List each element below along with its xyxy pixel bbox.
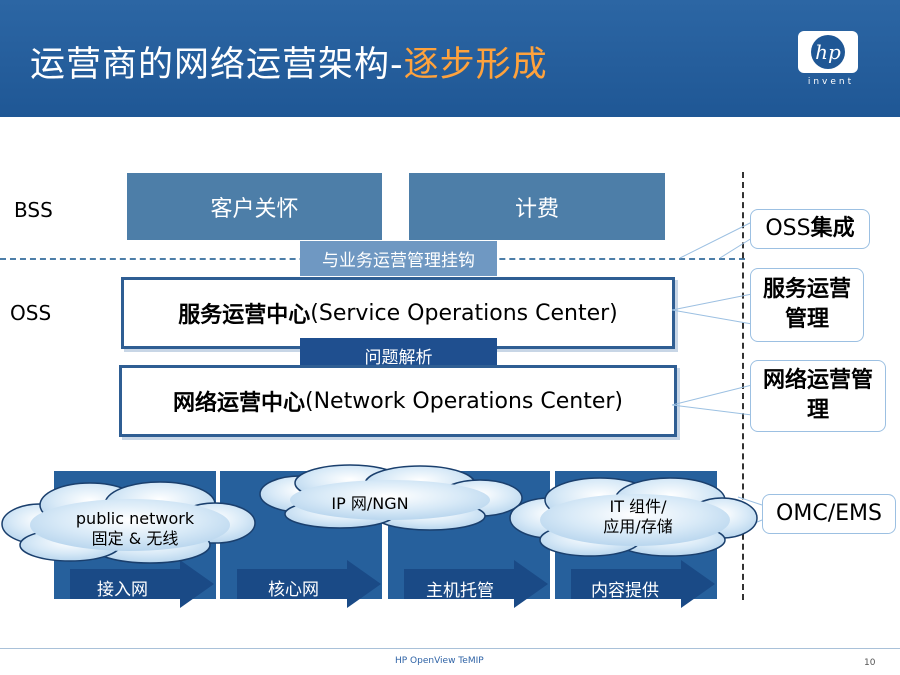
cloud-ip-ngn: IP 网/NGN: [320, 494, 420, 514]
arrow-icon: [237, 560, 381, 608]
network-mgmt-callout: 网络运营管理: [750, 360, 886, 432]
noc-cn-label: 网络运营中心: [172, 391, 305, 416]
header-banner: [0, 0, 900, 117]
network-operations-center-box: 网络运营中心(Network Operations Center): [119, 365, 677, 437]
noc-en-label: (Network Operations Center): [305, 388, 624, 414]
hp-logo-icon: hp: [798, 31, 858, 73]
logo-letters: hp: [815, 40, 841, 64]
omc-ems-label: OMC/EMS: [776, 501, 882, 526]
page-number: 10: [864, 658, 876, 668]
oss-integration-bold: 集成: [810, 216, 855, 241]
cloud-public-network: public network 固定 & 无线: [75, 509, 195, 549]
cloud-icon: [509, 477, 758, 557]
soc-cn-label: 服务运营中心: [178, 303, 311, 328]
footer-text: HP OpenView TeMIP: [395, 656, 484, 666]
cloud-icon: [259, 464, 523, 531]
title-main: 运营商的网络运营架构-: [30, 45, 404, 85]
arrow-icon: [571, 560, 715, 608]
omc-ems-callout: OMC/EMS: [762, 494, 896, 534]
column-label-hosting: 主机托管: [426, 581, 494, 601]
cloud-icon: [1, 481, 256, 564]
cloud-it-line2: 应用/存储: [603, 517, 673, 536]
problem-resolution-label: 问题解析: [364, 348, 433, 368]
column-label-core: 核心网: [268, 580, 319, 600]
service-mgmt-label: 服务运营管理: [762, 277, 851, 332]
business-hook-label: 与业务运营管理挂钩: [322, 251, 475, 271]
cloud-public-line1: public network: [75, 509, 195, 528]
customer-care-label: 客户关怀: [210, 196, 299, 222]
customer-care-box: 客户关怀: [127, 173, 382, 240]
arrow-icon: [404, 560, 548, 608]
business-hook-pill: 与业务运营管理挂钩: [300, 241, 497, 276]
layer-label-bss: BSS: [14, 198, 53, 222]
cloud-public-line2: 固定 & 无线: [91, 529, 179, 548]
cloud-it-components: IT 组件/ 应用/存储: [588, 497, 688, 537]
cloud-ip-line: IP 网/NGN: [331, 494, 409, 513]
soc-en-label: (Service Operations Center): [310, 300, 618, 326]
logo-tagline: invent: [807, 77, 855, 87]
service-mgmt-callout: 服务运营管理: [750, 268, 864, 342]
billing-label: 计费: [514, 196, 559, 222]
vertical-divider: [742, 172, 744, 600]
network-mgmt-label: 网络运营管理: [762, 368, 873, 423]
arrow-icon: [70, 560, 214, 608]
slide-title: 运营商的网络运营架构-逐步形成: [30, 36, 548, 87]
layer-label-oss: OSS: [10, 301, 52, 325]
oss-prefix: OSS: [765, 216, 811, 241]
column-label-access: 接入网: [97, 580, 148, 600]
footer-rule: [0, 648, 900, 649]
oss-integration-callout: OSS 集成: [750, 209, 870, 249]
column-label-content: 内容提供: [591, 581, 659, 601]
billing-box: 计费: [409, 173, 665, 240]
service-operations-center-box: 服务运营中心(Service Operations Center): [121, 277, 675, 349]
cloud-it-line1: IT 组件/: [609, 497, 667, 516]
title-accent: 逐步形成: [403, 45, 548, 85]
